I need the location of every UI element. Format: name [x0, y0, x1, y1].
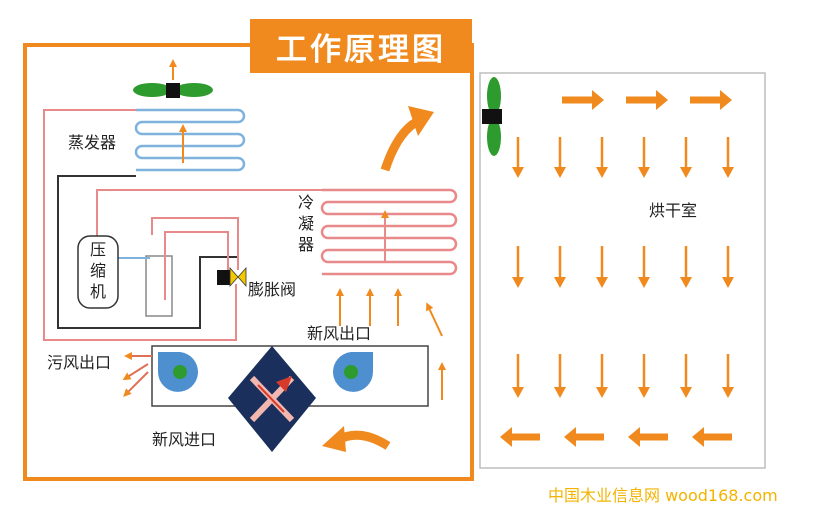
exhaust-outlet-label: 污风出口	[47, 353, 112, 372]
fresh-air-inlet-arrow-head	[322, 426, 346, 452]
airflow-arrow-icon	[564, 427, 604, 447]
exhaust-arrows	[122, 352, 152, 397]
expansion-valve-label: 膨胀阀	[248, 280, 297, 299]
diagram-title: 工作原理图	[250, 19, 472, 73]
fan-icon	[133, 83, 213, 98]
airflow-arrow-icon	[596, 246, 608, 288]
compressor-label: 压缩机	[89, 240, 106, 301]
fresh-air-inlet-label: 新风进口	[152, 430, 217, 449]
recirculation-arrow	[380, 115, 423, 172]
refrigerant-circuit	[57, 175, 238, 329]
fan-icon	[482, 77, 502, 156]
airflow-arrow-icon	[626, 90, 668, 110]
airflow-arrow-icon	[722, 246, 734, 288]
watermark: 中国木业信息网 wood168.com	[548, 486, 778, 505]
condenser-label: 冷凝器	[297, 193, 314, 254]
drying-room-label: 烘干室	[649, 201, 698, 220]
blower-fan-icon	[333, 352, 373, 392]
airflow-arrow-icon	[690, 90, 732, 110]
heat-exchanger-icon	[228, 346, 316, 452]
airflow-arrow-icon	[692, 427, 732, 447]
fresh-air-up-arrows	[336, 288, 446, 400]
fresh-air-inlet-arrow	[335, 430, 391, 450]
machine-frame	[23, 43, 474, 481]
airflow-arrow-icon	[638, 246, 650, 288]
airflow-arrow-icon	[596, 354, 608, 398]
fresh-air-outlet-label: 新风出口	[307, 324, 372, 343]
evaporator-label: 蒸发器	[68, 133, 117, 152]
hot-gas-pipes	[43, 109, 322, 341]
airflow-arrow-icon	[680, 354, 692, 398]
evaporator-coil	[134, 108, 246, 172]
airflow-arrow-icon	[596, 137, 608, 178]
compressor	[77, 235, 119, 309]
blower-fan-icon	[158, 352, 198, 392]
airflow-arrow-icon	[722, 137, 734, 178]
airflow-arrow-icon	[554, 246, 566, 288]
airflow-arrow-icon	[638, 354, 650, 398]
expansion-valve-icon	[217, 266, 247, 288]
airflow-arrow-icon	[512, 354, 524, 398]
airflow-arrow-icon	[512, 137, 524, 178]
airflow-arrow-icon	[554, 137, 566, 178]
airflow-arrow-icon	[628, 427, 668, 447]
recirculation-arrow-head	[408, 106, 434, 136]
drying-room-frame	[479, 72, 766, 469]
airflow-arrow-icon	[554, 354, 566, 398]
airflow-arrow-icon	[500, 427, 540, 447]
airflow-arrow-icon	[680, 246, 692, 288]
airflow-arrow-icon	[680, 137, 692, 178]
airflow-arrow-icon	[638, 137, 650, 178]
airflow-arrow-icon	[562, 90, 604, 110]
drying-room-airflow	[500, 90, 734, 447]
condenser-coil	[320, 188, 458, 276]
airflow-arrow-icon	[512, 246, 524, 288]
airflow-arrow-icon	[722, 354, 734, 398]
